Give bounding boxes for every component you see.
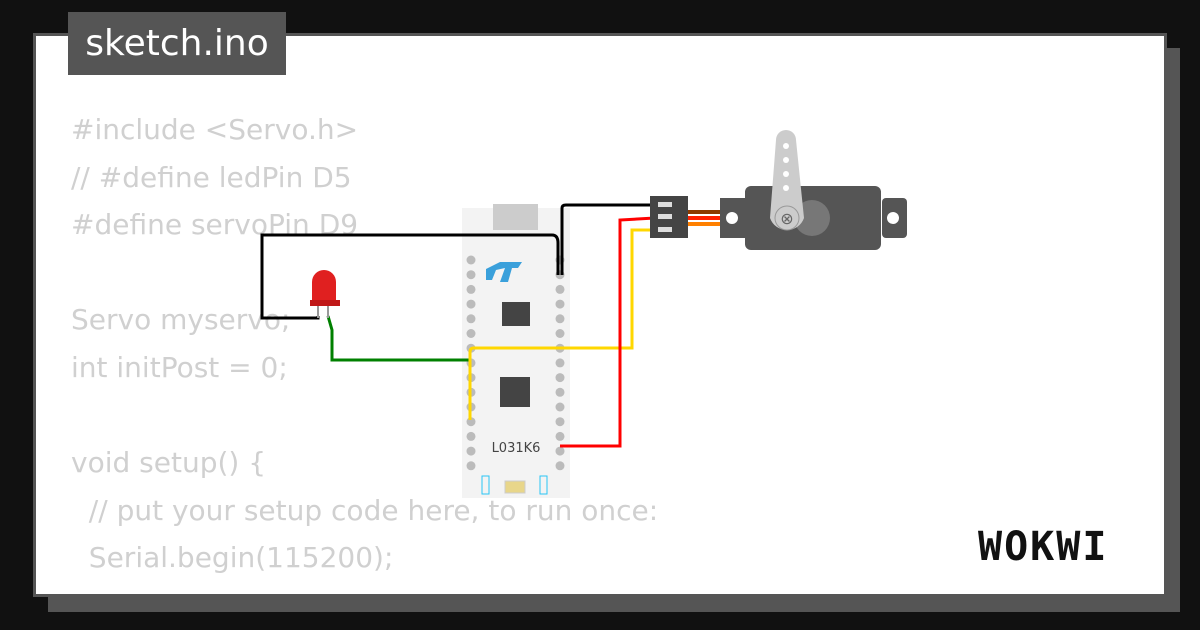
file-title: sketch.ino <box>68 12 286 75</box>
header-pin[interactable] <box>466 461 476 471</box>
reset-button[interactable] <box>504 480 526 494</box>
header-pin[interactable] <box>555 402 565 412</box>
code-line: void setup() { <box>71 446 267 480</box>
header-pin[interactable] <box>555 446 565 456</box>
code-line: myservo.attach(servoPin); <box>71 582 658 594</box>
code-line: int initPost = 0; <box>71 350 288 384</box>
board-label: L031K6 <box>492 441 541 456</box>
header-pin[interactable] <box>555 461 565 471</box>
eeprom-chip <box>502 302 530 326</box>
led-ld3 <box>539 475 548 495</box>
svg-text:⊗: ⊗ <box>780 209 793 228</box>
wire-power <box>560 216 656 448</box>
red-led[interactable] <box>310 270 340 318</box>
header-pin[interactable] <box>555 284 565 294</box>
header-pin[interactable] <box>466 284 476 294</box>
header-pin[interactable] <box>466 446 476 456</box>
header-pin[interactable] <box>466 431 476 441</box>
header-pin[interactable] <box>466 329 476 338</box>
header-pin[interactable] <box>555 431 565 441</box>
code-line: Servo myservo; <box>71 303 291 337</box>
code-line: #include <Servo.h> <box>71 113 359 146</box>
nucleo-board[interactable]: L031K6 <box>462 204 570 498</box>
header-pin[interactable] <box>466 255 476 265</box>
usb-connector <box>493 204 538 230</box>
code-line: // put your setup code here, to run once… <box>71 493 659 527</box>
led-ld2 <box>481 475 490 495</box>
code-line: // #define ledPin D5 <box>71 160 352 194</box>
header-pin[interactable] <box>466 270 476 280</box>
code-background: #include <Servo.h> // #define ledPin D5 #d… <box>71 106 659 594</box>
wire-gnd-led <box>260 233 560 320</box>
st-logo <box>486 262 522 282</box>
servo-motor[interactable]: ⊗ <box>650 130 907 250</box>
header-pin[interactable] <box>555 387 565 397</box>
header-pin[interactable] <box>555 329 565 338</box>
code-line: #define servoPin D9 <box>71 208 359 242</box>
header-pin[interactable] <box>555 417 565 427</box>
header-pin[interactable] <box>466 299 476 309</box>
code-line: Serial.begin(115200); <box>71 541 394 575</box>
header-pin[interactable] <box>555 299 565 309</box>
header-pin[interactable] <box>555 314 565 324</box>
mcu-chip <box>500 377 530 407</box>
wire-gnd-servo <box>560 203 655 275</box>
wire-servo-signal <box>468 228 655 420</box>
preview-card: #include <Servo.h> // #define ledPin D5 #d… <box>33 33 1167 597</box>
wire-led-signal <box>326 315 470 362</box>
header-pin[interactable] <box>555 373 565 383</box>
header-pin[interactable] <box>555 358 565 368</box>
header-pin[interactable] <box>466 314 476 324</box>
wokwi-logo: WOKWI <box>978 524 1109 570</box>
